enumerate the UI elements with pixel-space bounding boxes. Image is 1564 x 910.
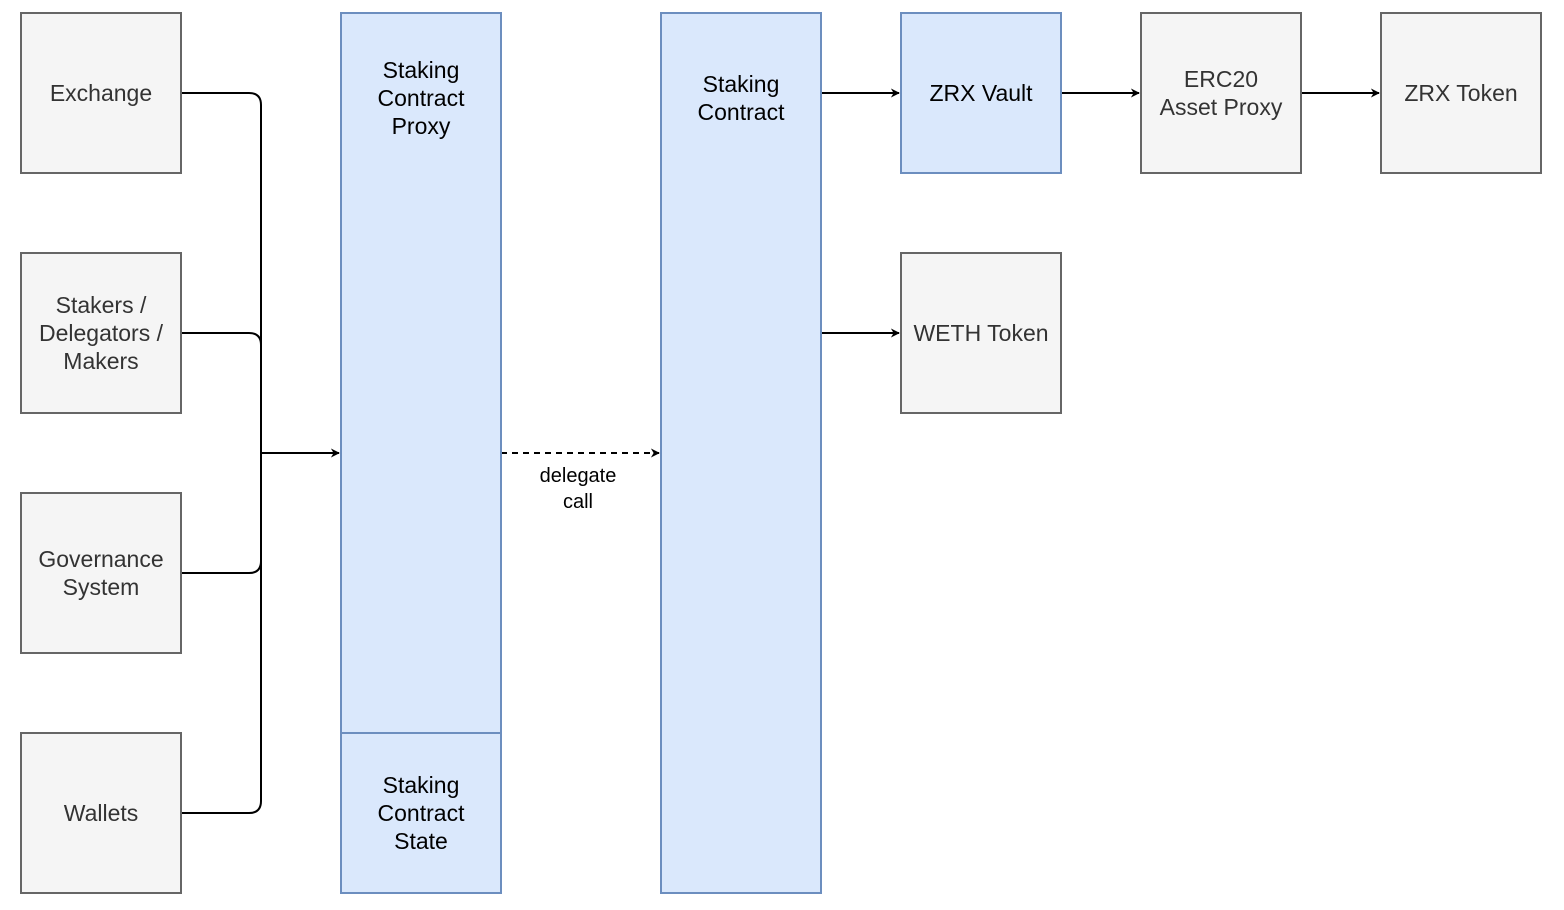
staking-contract-proxy-node[interactable]: Staking Contract Proxy xyxy=(340,12,502,734)
edge-stakers-to-proxy xyxy=(181,332,262,453)
governance-node[interactable]: Governance System xyxy=(20,492,182,654)
wallets-node[interactable]: Wallets xyxy=(20,732,182,894)
staking-contract-state-node[interactable]: Staking Contract State xyxy=(340,732,502,894)
erc20-asset-proxy-node[interactable]: ERC20 Asset Proxy xyxy=(1140,12,1302,174)
weth-token-node[interactable]: WETH Token xyxy=(900,252,1062,414)
edge-wallets-to-proxy xyxy=(181,453,262,814)
edge-governance-to-proxy xyxy=(181,453,262,574)
exchange-node[interactable]: Exchange xyxy=(20,12,182,174)
zrx-token-node[interactable]: ZRX Token xyxy=(1380,12,1542,174)
delegate-call-label: delegate call xyxy=(528,463,628,515)
staking-contract-node[interactable]: Staking Contract xyxy=(660,12,822,894)
zrx-vault-node[interactable]: ZRX Vault xyxy=(900,12,1062,174)
stakers-node[interactable]: Stakers / Delegators / Makers xyxy=(20,252,182,414)
edge-exchange-to-proxy xyxy=(181,92,262,453)
